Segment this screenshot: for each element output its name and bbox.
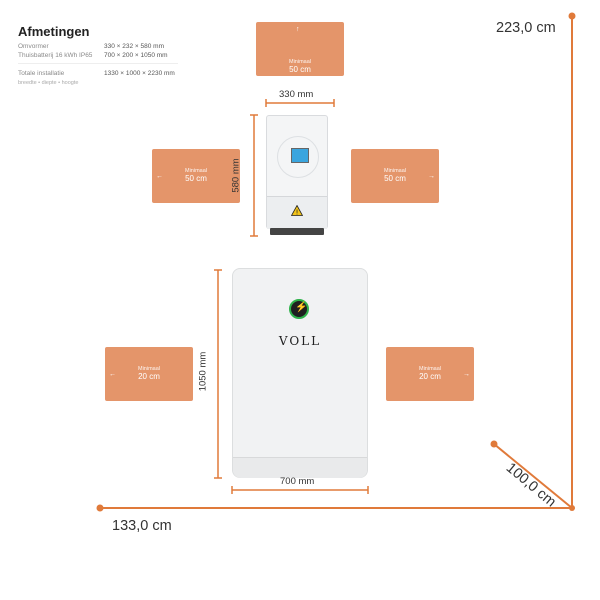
depth-axis-endpoint: [490, 440, 498, 448]
inverter-lower-cover: !: [267, 196, 327, 229]
inverter-height-label: 580 mm: [230, 158, 242, 193]
spec-label-inverter: Omvormer: [18, 43, 49, 50]
spec-value-total: 1330 × 1000 × 2230 mm: [104, 70, 175, 77]
arrow-left-icon: ←: [156, 173, 163, 180]
inverter-width-label: 330 mm: [279, 89, 314, 100]
total-height-label: 223,0 cm: [496, 20, 556, 36]
battery-height-label: 1050 mm: [197, 351, 209, 392]
total-width-label: 133,0 cm: [112, 518, 172, 534]
battery-base: [233, 457, 367, 478]
axis-origin: [569, 505, 575, 511]
warning-icon: !: [291, 205, 303, 216]
svg-text:!: !: [296, 209, 299, 217]
battery-status-led: ⚡: [289, 299, 309, 319]
height-axis-endpoint: [568, 12, 576, 20]
lightning-icon: ⚡: [295, 302, 308, 313]
clearance-top: ↑ Minimaal 50 cm: [256, 22, 344, 76]
spec-value-inverter: 330 × 232 × 580 mm: [104, 43, 164, 50]
battery-unit: ⚡ VOLL: [232, 268, 368, 478]
arrow-right-icon: →: [463, 371, 470, 378]
arrow-up-icon: ↑: [296, 26, 300, 33]
spec-label-total: Totale installatie: [18, 70, 65, 77]
spec-label-battery: Thuisbatterij 16 kWh IP65: [18, 52, 93, 59]
depth-axis-line: [493, 443, 573, 509]
arrow-left-icon: ←: [109, 371, 116, 378]
clearance-battery-left: ← Minimaal 20 cm: [105, 347, 193, 401]
clearance-battery-right: → Minimaal 20 cm: [386, 347, 474, 401]
clearance-inverter-left: ← Minimaal 50 cm: [152, 149, 240, 203]
page-title: Afmetingen: [18, 24, 90, 39]
spec-divider: [18, 63, 178, 64]
clearance-inverter-right: → Minimaal 50 cm: [351, 149, 439, 203]
spec-value-battery: 700 × 200 × 1050 mm: [104, 52, 168, 59]
inverter-panel: [277, 136, 319, 178]
spec-total-subtitle: breedte • diepte • hoogte: [18, 80, 79, 86]
inverter-terminals: [270, 228, 324, 235]
battery-width-label: 700 mm: [280, 476, 315, 487]
inverter-display: [291, 148, 309, 163]
arrow-right-icon: →: [428, 173, 435, 180]
inverter-unit: !: [266, 115, 328, 229]
width-axis-endpoint: [96, 504, 104, 512]
brand-logo: VOLL: [278, 334, 322, 348]
